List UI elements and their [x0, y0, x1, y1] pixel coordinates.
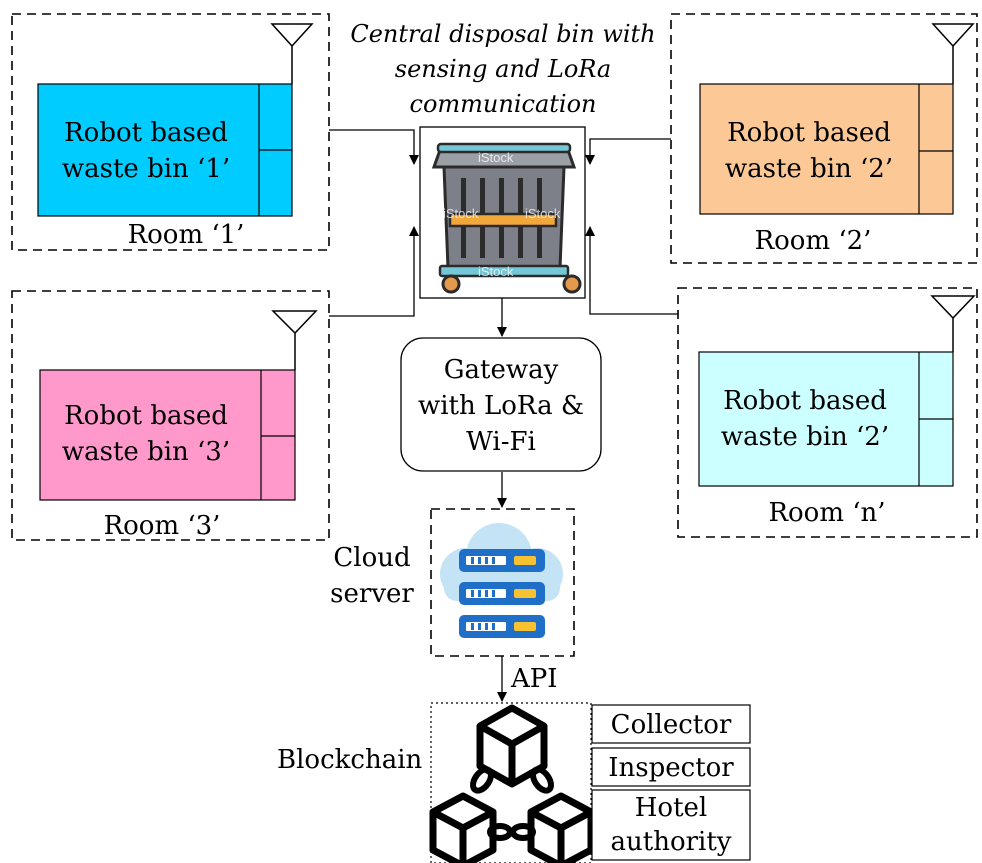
- cloud-label-line-2: server: [330, 579, 414, 609]
- room-3-connector: [329, 226, 419, 317]
- role-collector: Collector: [611, 710, 732, 740]
- antenna-icon: [931, 23, 975, 84]
- cloud-label-line-1: Cloud: [333, 543, 410, 573]
- blockchain-label: Blockchain: [277, 745, 423, 775]
- watermark-text: iStock: [525, 206, 561, 221]
- blockchain-node: Blockchain: [277, 702, 595, 863]
- waste-bin-2-body: [699, 83, 954, 215]
- role-hotel: Hotel: [635, 793, 707, 823]
- room-1-boundary: [11, 13, 330, 251]
- central-disposal-bin: iStock iStock iStock iStock: [419, 126, 586, 299]
- waste-bin-n-label-line-1: Robot based: [723, 386, 887, 416]
- waste-bin-1-label-line-1: Robot based: [64, 118, 228, 148]
- room-2-boundary: [670, 13, 978, 264]
- gateway-label-line-1: Gateway: [444, 355, 559, 385]
- room-1-label: Room ‘1’: [128, 220, 245, 250]
- waste-bin-1-label-line-2: waste bin ‘1’: [62, 154, 230, 184]
- waste-bin-2-label-line-2: waste bin ‘2’: [725, 154, 893, 184]
- gateway-label-line-3: Wi-Fi: [466, 427, 536, 457]
- role-cell: [591, 704, 751, 744]
- antenna-icon: [271, 310, 318, 370]
- room-n-boundary: [677, 287, 978, 538]
- role-cell: [591, 789, 751, 861]
- blockchain-icon: [429, 704, 595, 863]
- antenna-icon: [270, 23, 314, 84]
- room-n-group: Robot based waste bin ‘2’ Room ‘n’: [677, 287, 978, 538]
- watermark-text: iStock: [478, 150, 514, 165]
- watermark-text: iStock: [478, 264, 514, 279]
- central-caption-line-3: communication: [410, 90, 597, 118]
- room-n-connector: [585, 226, 678, 315]
- central-bin-caption: Central disposal bin with sensing and Lo…: [350, 20, 655, 118]
- central-caption-line-2: sensing and LoRa: [395, 55, 612, 83]
- room-2-connector: [585, 138, 671, 165]
- antenna-icon: [930, 295, 976, 352]
- watermark-text: iStock: [443, 206, 479, 221]
- server-rack: [459, 549, 545, 638]
- cloud-server-boundary: [430, 508, 575, 657]
- cloud-server-node: Cloud server: [330, 508, 575, 657]
- blockchain-boundary: [430, 702, 592, 863]
- gateway-label-line-2: with LoRa &: [418, 391, 584, 421]
- waste-bin-2-label-line-1: Robot based: [727, 118, 891, 148]
- room-2-label: Room ‘2’: [755, 226, 872, 256]
- room-1-group: Robot based waste bin ‘1’ Room ‘1’: [11, 13, 330, 251]
- role-cell: [591, 747, 751, 787]
- room-3-group: Robot based waste bin ‘3’ Room ‘3’: [11, 290, 330, 541]
- room-1-connector: [329, 129, 419, 165]
- cloud-server-icon: [440, 523, 563, 638]
- waste-bin-3-label-line-2: waste bin ‘3’: [62, 437, 230, 467]
- room-to-central-connectors: [329, 129, 678, 702]
- gateway-box: [400, 337, 602, 472]
- role-authority: authority: [611, 827, 732, 857]
- trash-container-icon: iStock iStock iStock iStock: [431, 142, 582, 294]
- room-n-label: Room ‘n’: [768, 498, 885, 528]
- central-caption-line-1: Central disposal bin with: [350, 20, 655, 48]
- waste-bin-3-label-line-1: Robot based: [64, 401, 228, 431]
- room-2-group: Robot based waste bin ‘2’ Room ‘2’: [670, 13, 978, 264]
- api-label: API: [510, 664, 558, 694]
- role-inspector: Inspector: [608, 753, 734, 783]
- room-3-label: Room ‘3’: [104, 511, 221, 541]
- room-3-boundary: [11, 290, 330, 541]
- roles-table: Collector Inspector Hotel authority: [591, 704, 751, 861]
- waste-bin-n-label-line-2: waste bin ‘2’: [721, 422, 889, 452]
- gateway-node: Gateway with LoRa & Wi-Fi: [400, 337, 602, 472]
- waste-bin-3-body: [39, 369, 296, 501]
- waste-bin-1-body: [37, 83, 293, 217]
- waste-bin-n-body: [698, 351, 954, 487]
